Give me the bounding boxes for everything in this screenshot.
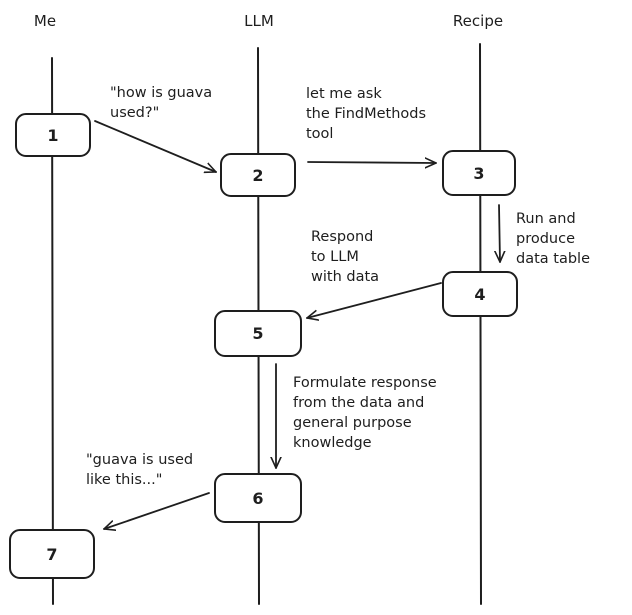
node-7-label: 7	[46, 545, 57, 564]
node-5: 5	[214, 310, 302, 357]
arrow-4-to-5	[306, 282, 442, 318]
node-7: 7	[9, 529, 95, 579]
note-respond: Respond to LLM with data	[311, 229, 379, 285]
node-1-label: 1	[47, 126, 58, 145]
lane-title-llm: LLM	[244, 12, 274, 30]
note-question: "how is guava used?"	[110, 85, 217, 121]
arrow-3-to-4	[499, 204, 500, 263]
note-answer: "guava is used like this..."	[86, 452, 198, 488]
node-4-label: 4	[474, 285, 485, 304]
note-formulate: Formulate response from the data and gen…	[293, 375, 441, 451]
node-3: 3	[442, 150, 516, 196]
node-3-label: 3	[473, 164, 484, 183]
note-run: Run and produce data table	[516, 211, 590, 267]
arrow-6-to-7	[103, 492, 210, 529]
node-5-label: 5	[252, 324, 263, 343]
node-2-label: 2	[252, 166, 263, 185]
node-6: 6	[214, 473, 302, 523]
node-1: 1	[15, 113, 91, 157]
node-4: 4	[442, 271, 518, 317]
note-ask-tool: let me ask the FindMethods tool	[306, 86, 431, 142]
lane-title-me: Me	[34, 12, 56, 30]
arrow-1-to-2	[94, 120, 217, 172]
arrow-2-to-3	[307, 162, 437, 163]
lane-title-recipe: Recipe	[453, 12, 503, 30]
node-2: 2	[220, 153, 296, 197]
node-6-label: 6	[252, 489, 263, 508]
lifeline-recipe	[479, 43, 482, 605]
